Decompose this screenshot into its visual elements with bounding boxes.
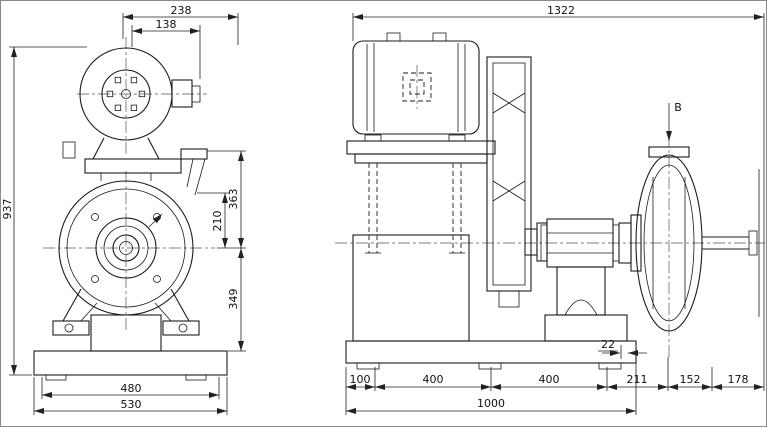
dim-label-480: 480 xyxy=(121,382,142,395)
section-label-b: B xyxy=(674,101,682,114)
motor-side xyxy=(352,32,480,135)
dim-label-100: 100 xyxy=(350,373,371,386)
motor-housing-front xyxy=(79,47,201,141)
side-dimensions: 1322 22 100 400 400 211 xyxy=(345,4,765,415)
dim-label-1322: 1322 xyxy=(547,4,575,17)
dim-label-530: 530 xyxy=(121,398,142,411)
dim-label-937: 937 xyxy=(1,199,14,220)
dim-label-152: 152 xyxy=(680,373,701,386)
dim-label-210: 210 xyxy=(211,211,224,232)
dim-label-22: 22 xyxy=(601,338,615,351)
shaft-extension xyxy=(702,169,760,317)
dim-label-400b: 400 xyxy=(539,373,560,386)
motor-pedestal xyxy=(352,234,470,342)
side-centerlines xyxy=(335,65,765,357)
front-centerlines xyxy=(43,37,215,333)
dim-label-400a: 400 xyxy=(423,373,444,386)
dim-label-363: 363 xyxy=(227,189,240,210)
pump-bearing-assembly xyxy=(524,214,642,342)
belt-guard xyxy=(486,56,532,308)
volute-casing-side xyxy=(635,146,703,332)
rotation-arrow-icon xyxy=(148,213,163,228)
dim-label-211: 211 xyxy=(627,373,648,386)
front-view: 238 138 937 363 210 349 xyxy=(1,4,246,415)
section-arrow-b: B xyxy=(666,101,682,141)
dim-label-138: 138 xyxy=(156,18,177,31)
front-dimensions: 238 138 937 363 210 349 xyxy=(1,4,246,415)
dim-label-1000: 1000 xyxy=(477,397,505,410)
support-bracket-front xyxy=(62,137,208,196)
dim-label-238: 238 xyxy=(171,4,192,17)
dim-label-178: 178 xyxy=(728,373,749,386)
base-plate-front xyxy=(33,350,228,381)
side-view: B 1322 22 xyxy=(335,4,765,415)
base-plate-side xyxy=(345,340,637,370)
dim-label-349: 349 xyxy=(227,289,240,310)
